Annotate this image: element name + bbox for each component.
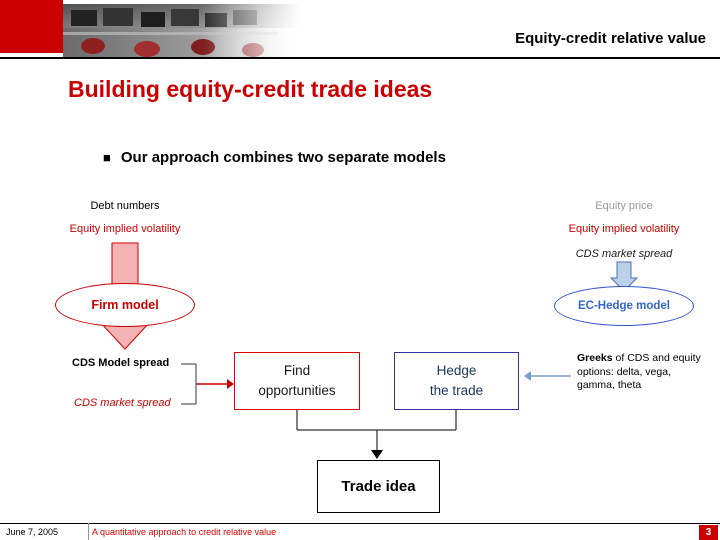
left-arrow-blue-icon	[524, 371, 571, 381]
hedge-line1: Hedge	[436, 363, 477, 379]
header-photo-image	[63, 4, 300, 57]
firm-model-label: Firm model	[91, 298, 159, 312]
find-opportunities-box: Find opportunities	[234, 352, 360, 410]
header-title: Equity-credit relative value	[515, 30, 706, 47]
firm-model-ellipse: Firm model	[55, 283, 195, 327]
page-number-badge: 3	[699, 525, 718, 540]
greeks-bold: Greeks	[577, 352, 613, 364]
hedge-the-trade-box: Hedge the trade	[394, 352, 519, 410]
ec-hedge-model-label: EC-Hedge model	[577, 300, 670, 312]
header-red-block	[0, 0, 63, 53]
label-debt-numbers: Debt numbers	[90, 200, 160, 212]
flow-connector-lines	[296, 410, 457, 451]
footer-rule	[0, 523, 720, 524]
label-equity-price: Equity price	[595, 200, 653, 212]
find-line2: opportunities	[258, 383, 336, 398]
bullet-square-icon: ■	[103, 150, 111, 165]
label-cds-market-spread-left: CDS market spread	[74, 397, 171, 409]
find-line1: Find	[283, 363, 311, 379]
label-equity-implied-vol-left: Equity implied volatility	[69, 223, 181, 235]
hedge-line2: the trade	[429, 383, 484, 398]
right-arrow-red-icon	[196, 379, 234, 389]
bracket-lines	[181, 363, 197, 405]
label-cds-model-spread: CDS Model spread	[72, 357, 170, 369]
ec-hedge-model-ellipse: EC-Hedge model	[554, 286, 694, 326]
bullet-text: Our approach combines two separate model…	[120, 149, 446, 166]
footer-date: June 7, 2005	[6, 527, 59, 537]
bullet-line: ■ Our approach combines two separate mod…	[103, 149, 446, 166]
label-greeks-output: Greeks of CDS and equity options: delta,…	[577, 352, 711, 393]
down-arrow-black-icon	[371, 450, 383, 459]
label-equity-implied-vol-right: Equity implied volatility	[568, 223, 680, 235]
footer-caption: A quantitative approach to credit relati…	[92, 527, 277, 537]
header-rule	[0, 57, 720, 59]
trade-idea-box: Trade idea	[317, 460, 440, 513]
label-cds-market-spread-right: CDS market spread	[575, 248, 673, 260]
footer-divider	[88, 523, 89, 540]
page-title: Building equity-credit trade ideas	[68, 76, 433, 102]
greeks-rest: of CDS and equity options: delta, vega, …	[577, 352, 701, 392]
trade-idea-label: Trade idea	[341, 477, 416, 495]
